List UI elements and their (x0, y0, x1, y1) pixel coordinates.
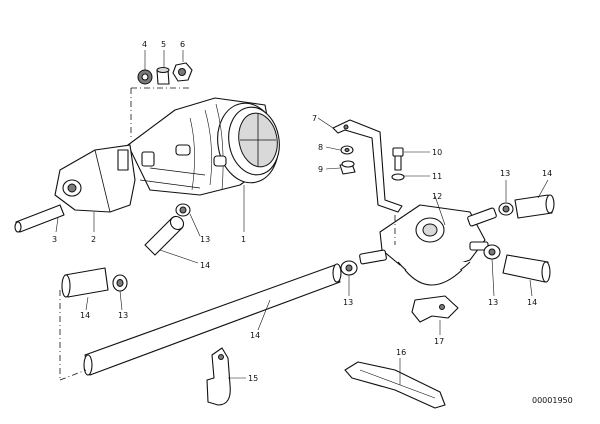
part-10-bolt (392, 147, 404, 171)
part-15-clip (206, 347, 231, 406)
callout-5: 5 (161, 40, 166, 49)
callout-14-lower-right: 14 (527, 298, 537, 307)
callout-1: 1 (241, 235, 246, 244)
part-17-sender-clip (411, 295, 459, 323)
callout-13-lower-left: 13 (118, 311, 128, 320)
part-14-hose-lower-right (502, 254, 551, 283)
callout-13-housing: 13 (200, 235, 210, 244)
part-13-clamp-filter-left (340, 260, 358, 276)
callout-8: 8 (318, 143, 323, 152)
callout-16: 16 (396, 348, 406, 357)
callout-12: 12 (432, 192, 442, 201)
part-13-clamp-lower-right (483, 244, 501, 260)
callout-2: 2 (91, 235, 96, 244)
part-14-hose-upper-right (514, 194, 555, 219)
callout-9: 9 (318, 165, 323, 174)
part-16-mounting-strap (344, 361, 446, 409)
callout-11: 11 (432, 172, 442, 181)
callout-13-filter-left: 13 (343, 298, 353, 307)
callout-7: 7 (312, 114, 317, 123)
callout-10: 10 (432, 148, 442, 157)
part-8-washer (340, 145, 354, 155)
callout-4: 4 (142, 40, 147, 49)
callout-14-lower-left: 14 (80, 311, 90, 320)
part-9-nut (339, 160, 356, 175)
part-13-clamp-upper-right (498, 202, 514, 216)
part-1-filter-housing (127, 97, 280, 196)
callout-13-upper-right: 13 (500, 169, 510, 178)
part-4-grommet (137, 69, 153, 85)
part-6-nut (172, 62, 193, 82)
part-13-hose-clamp (175, 203, 191, 217)
callout-14-upper-right: 14 (542, 169, 552, 178)
callout-14-housing: 14 (200, 261, 210, 270)
part-14-hose-segment (144, 215, 185, 256)
part-3-pipe (14, 204, 65, 233)
callout-13-lower-right: 13 (488, 298, 498, 307)
callout-15: 15 (248, 374, 258, 383)
part-7-bracket (332, 119, 403, 213)
diagram-reference-number: 00001950 (532, 396, 573, 405)
part-5-sleeve (156, 67, 170, 85)
part-12-fuel-filter (359, 204, 497, 286)
part-14-hose-lower-left (61, 267, 109, 298)
part-2-mounting-bracket (54, 144, 136, 213)
callout-14-long-line: 14 (250, 331, 260, 340)
part-14-long-fuel-line (83, 263, 342, 376)
part-13-clamp-lower-left (112, 274, 128, 292)
callout-6: 6 (180, 40, 185, 49)
callout-17: 17 (434, 337, 444, 346)
callout-3: 3 (52, 235, 57, 244)
part-11-washer (391, 173, 405, 181)
